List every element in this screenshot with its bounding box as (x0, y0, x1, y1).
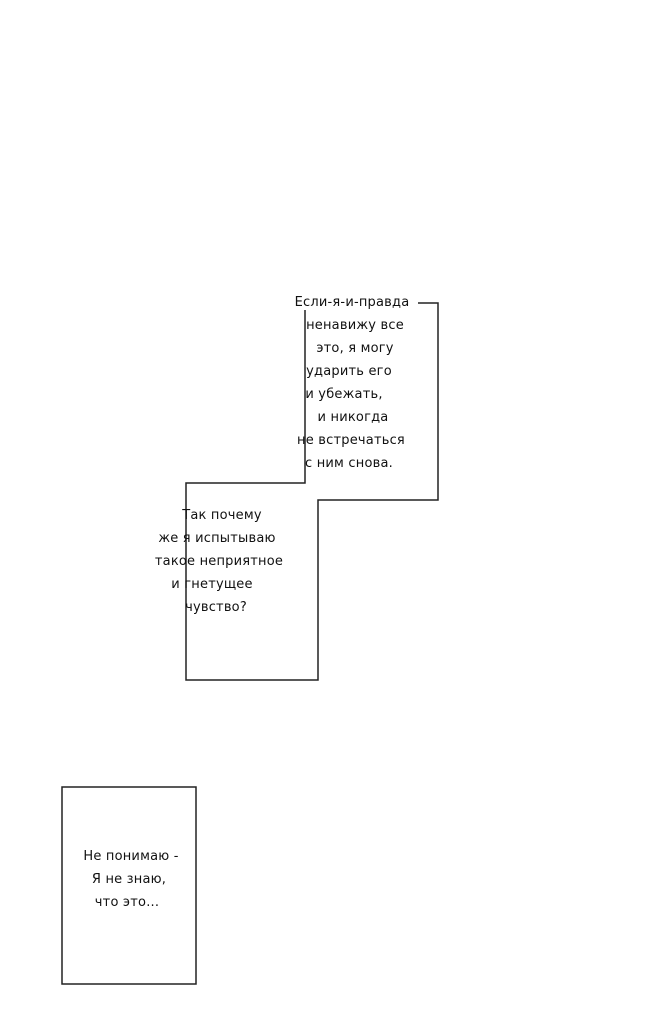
caption-line: такое неприятное (154, 554, 284, 569)
caption-line: не встречаться (297, 433, 405, 448)
caption-line: и гнетущее (171, 577, 253, 592)
caption-line: с ним снова. (305, 456, 393, 471)
caption-line: Не понимаю - (83, 849, 179, 864)
caption-line: и никогда (317, 410, 389, 425)
caption-box-3-border (61, 786, 197, 985)
caption-line: что это... (94, 895, 160, 910)
caption-line: Я не знаю, (91, 872, 167, 887)
caption-line: ненавижу все (306, 318, 404, 333)
caption-line: ударить его (306, 364, 392, 379)
caption-box-1-border (185, 302, 439, 681)
caption-line: это, я могу (316, 341, 394, 356)
caption-line: и убежать, (305, 387, 383, 402)
caption-line: Так почему (182, 508, 262, 523)
caption-line: же я испытываю (158, 531, 276, 546)
caption-line: чувство? (185, 600, 247, 615)
caption-line: Если-я-и-правда (294, 295, 410, 310)
